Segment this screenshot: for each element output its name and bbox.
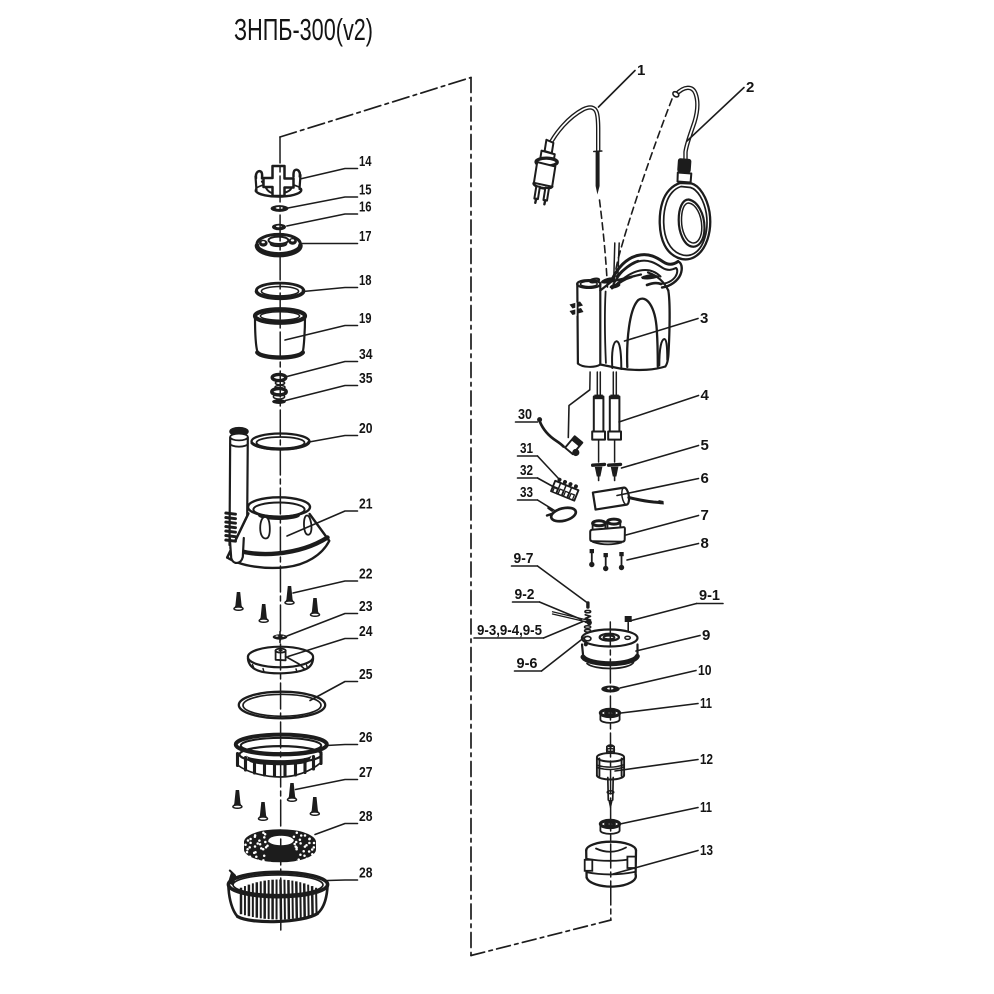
svg-text:25: 25: [359, 666, 373, 683]
svg-text:4: 4: [701, 387, 710, 404]
svg-text:13: 13: [700, 842, 713, 859]
svg-text:9-6: 9-6: [517, 655, 538, 672]
svg-text:9-2: 9-2: [515, 586, 535, 603]
svg-text:24: 24: [359, 623, 373, 640]
svg-text:28: 28: [359, 808, 373, 825]
svg-text:9-3,9-4,9-5: 9-3,9-4,9-5: [477, 622, 542, 639]
svg-text:32: 32: [520, 462, 533, 479]
svg-text:11: 11: [700, 799, 712, 816]
svg-text:15: 15: [359, 182, 372, 199]
svg-text:18: 18: [359, 272, 372, 289]
svg-text:9-7: 9-7: [514, 550, 534, 567]
svg-text:5: 5: [701, 437, 709, 454]
svg-text:12: 12: [700, 751, 713, 768]
svg-text:8: 8: [701, 535, 709, 552]
svg-text:9-1: 9-1: [699, 587, 720, 604]
svg-text:10: 10: [698, 662, 712, 679]
svg-text:17: 17: [359, 228, 372, 245]
svg-text:30: 30: [518, 406, 532, 423]
svg-text:26: 26: [359, 729, 373, 746]
svg-text:21: 21: [359, 496, 373, 513]
svg-text:3: 3: [700, 310, 708, 327]
svg-text:22: 22: [359, 566, 373, 583]
svg-text:2: 2: [746, 79, 754, 96]
svg-text:20: 20: [359, 420, 373, 437]
svg-text:11: 11: [700, 695, 712, 712]
svg-text:35: 35: [359, 370, 373, 387]
svg-text:14: 14: [359, 153, 372, 170]
svg-text:6: 6: [701, 470, 709, 487]
svg-text:1: 1: [637, 62, 645, 79]
svg-text:34: 34: [359, 346, 373, 363]
svg-text:23: 23: [359, 598, 373, 615]
svg-text:16: 16: [359, 199, 372, 216]
svg-text:7: 7: [701, 507, 709, 524]
svg-text:27: 27: [359, 764, 373, 781]
svg-text:9: 9: [702, 627, 710, 644]
svg-text:31: 31: [520, 440, 533, 457]
svg-text:28: 28: [359, 865, 373, 882]
svg-text:19: 19: [359, 310, 372, 327]
svg-text:ЗНПБ-300(v2): ЗНПБ-300(v2): [234, 12, 373, 47]
svg-text:33: 33: [520, 484, 533, 501]
